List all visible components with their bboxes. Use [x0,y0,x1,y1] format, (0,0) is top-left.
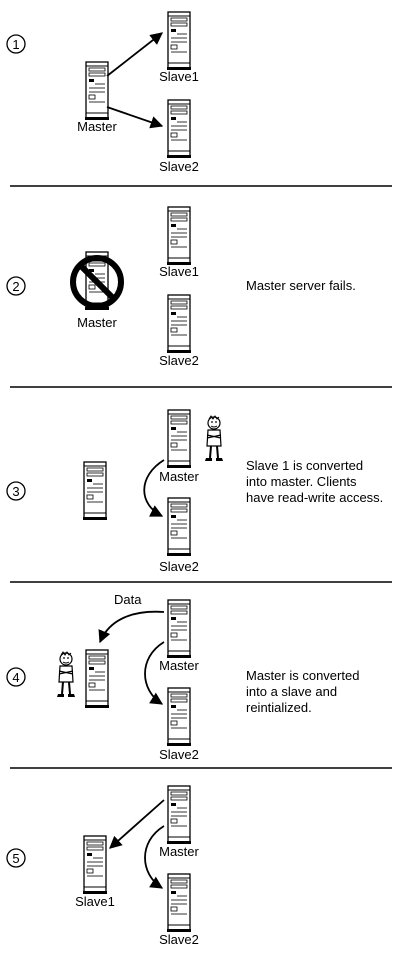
master-label: Master [77,315,117,330]
administrator-person-icon [204,415,224,462]
step-number-circle [6,667,26,687]
step-5: 5 Master Slave1 Slave2 [6,785,200,947]
slave1-label: Slave1 [159,69,199,84]
step-3: 3 Master Slave2 Slave 1 is converted int… [6,409,383,574]
prohibited-icon [70,255,124,309]
server-tower-icon [166,785,192,845]
step-4: 4 Data Master Slave2 Master is converted… [6,592,359,762]
slave2-label: Slave2 [159,353,199,368]
step-number: 1 [12,37,19,52]
server-tower-icon [166,206,192,266]
step-2: 2 Slave1 Master Slave2 Master server fai… [6,206,356,368]
administrator-person-icon [56,651,76,698]
server-tower-icon [166,99,192,159]
slave2-label: Slave2 [159,159,199,174]
step-description: Master is converted [246,668,359,683]
slave2-label: Slave2 [159,747,199,762]
replication-arrow [143,459,165,517]
slave2-label: Slave2 [159,932,199,947]
server-tower-icon [82,835,108,895]
server-tower-icon [166,873,192,933]
replication-arrow [144,641,165,705]
master-label: Master [77,119,117,134]
step-number-circle [6,276,26,296]
replication-arrow [109,799,165,849]
replication-arrow [106,106,164,129]
step-description: into a slave and [246,684,337,699]
master-label: Master [159,469,199,484]
step-description: have read-write access. [246,490,383,505]
server-tower-icon [166,294,192,354]
server-tower-icon [166,599,192,659]
data-transfer-arrow [98,610,165,644]
server-tower-icon [166,11,192,71]
server-tower-icon [82,461,108,521]
replication-arrow [106,32,163,77]
slave1-label: Slave1 [159,264,199,279]
server-tower-icon [166,409,192,469]
server-tower-icon [84,61,110,121]
step-number: 5 [12,851,19,866]
data-label: Data [114,592,142,607]
step-1: 1 Slave1 Master Slave2 [6,11,199,174]
step-number-circle [6,34,26,54]
server-tower-icon [84,649,110,709]
server-tower-icon [166,497,192,557]
step-number-circle [6,481,26,501]
server-tower-icon [166,687,192,747]
step-description: reintialized. [246,700,312,715]
step-number: 4 [12,670,19,685]
master-label: Master [159,658,199,673]
step-number: 3 [12,484,19,499]
step-description: Slave 1 is converted [246,458,363,473]
step-description: into master. Clients [246,474,357,489]
slave1-label: Slave1 [75,894,115,909]
replication-arrow [144,825,165,889]
step-number: 2 [12,279,19,294]
step-description: Master server fails. [246,278,356,293]
master-label: Master [159,844,199,859]
step-number-circle [6,848,26,868]
slave2-label: Slave2 [159,559,199,574]
